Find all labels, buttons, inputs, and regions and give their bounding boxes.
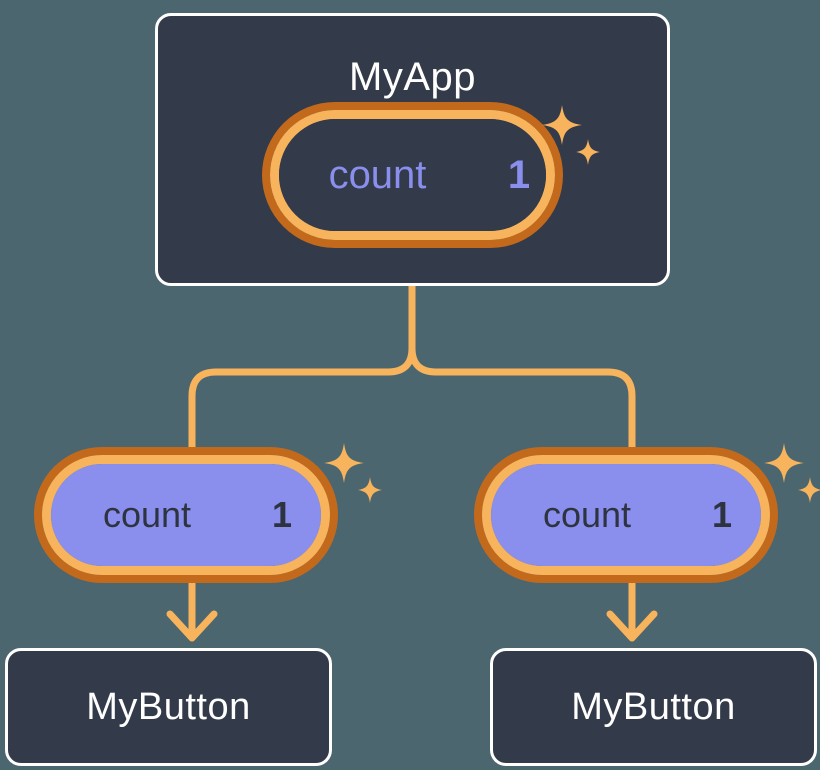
state-value-label: 1 [271, 494, 293, 535]
state-value-label: 1 [711, 494, 733, 535]
arrow-down-icon-right [606, 575, 658, 642]
state-pill-myapp[interactable]: count 1 [270, 110, 555, 240]
component-label-mybutton: MyButton [86, 686, 251, 728]
state-value-label: 1 [507, 153, 531, 197]
component-card-mybutton-right[interactable]: MyButton [490, 648, 817, 766]
state-pill-body: count 1 [51, 464, 321, 566]
state-key-label: count [328, 153, 427, 197]
connector-root-to-left-state [188, 282, 416, 459]
connector-root-to-right-state [408, 282, 636, 459]
arrow-down-icon-left [166, 575, 218, 642]
state-key-label: count [542, 494, 632, 535]
component-label-mybutton: MyButton [571, 686, 736, 728]
state-pill-right[interactable]: count 1 [482, 455, 770, 575]
component-card-mybutton-left[interactable]: MyButton [5, 648, 332, 766]
state-pill-body: count 1 [279, 119, 546, 231]
component-label-myapp: MyApp [349, 55, 476, 99]
state-pill-left[interactable]: count 1 [42, 455, 330, 575]
state-pill-body: count 1 [491, 464, 761, 566]
state-key-label: count [102, 494, 192, 535]
